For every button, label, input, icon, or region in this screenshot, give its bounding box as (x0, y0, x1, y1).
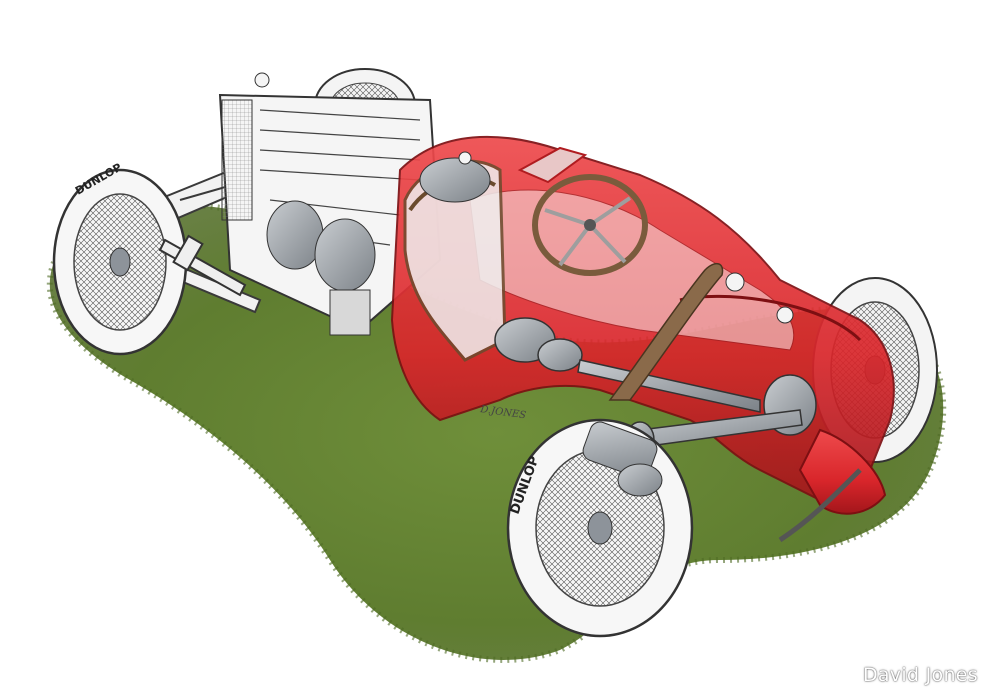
fuel-tank (419, 151, 491, 203)
rear-hub (582, 421, 663, 497)
engine-sump (329, 289, 371, 336)
radiator (221, 99, 253, 221)
front-suspension (158, 234, 247, 297)
exhaust-pipe (778, 468, 862, 543)
radiator-cap (254, 72, 270, 88)
engine-bay (218, 72, 442, 336)
tail-section (798, 428, 887, 515)
windscreen (517, 146, 588, 184)
gearbox (494, 317, 761, 413)
superchargers (266, 200, 376, 292)
front-left-wheel: DUNLOP (52, 161, 188, 356)
rear-filler-cap (725, 272, 794, 324)
steering-wheel (532, 174, 648, 276)
seat-back (608, 263, 724, 401)
watermark-text: David Jones (862, 664, 978, 686)
